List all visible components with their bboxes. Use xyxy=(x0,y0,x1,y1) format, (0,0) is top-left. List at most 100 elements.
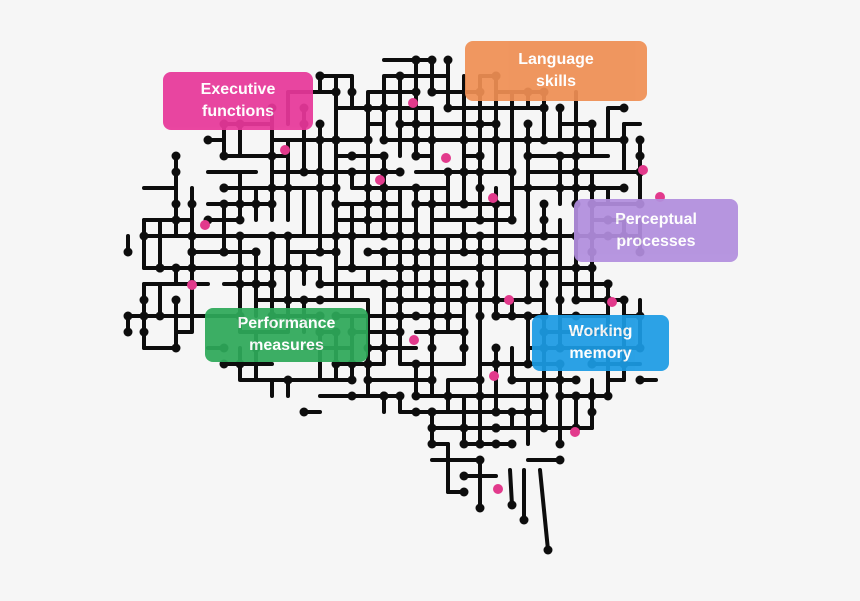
accent-node xyxy=(489,371,499,381)
circuit-trace xyxy=(302,122,322,174)
accent-node xyxy=(187,280,197,290)
circuit-trace xyxy=(414,410,466,430)
circuit-node xyxy=(395,391,405,401)
circuit-node xyxy=(379,279,389,289)
circuit-trace xyxy=(446,218,514,270)
accent-node xyxy=(638,165,648,175)
circuit-node xyxy=(475,279,485,289)
circuit-trace xyxy=(222,122,274,174)
circuit-node xyxy=(347,167,357,177)
circuit-trace xyxy=(334,106,386,158)
circuit-node xyxy=(331,231,341,241)
circuit-trace xyxy=(286,218,338,302)
circuit-node xyxy=(363,103,373,113)
circuit-node xyxy=(539,423,549,433)
circuit-node xyxy=(619,295,629,305)
circuit-trace xyxy=(302,250,338,286)
circuit-node xyxy=(475,439,485,449)
circuit-trace xyxy=(558,106,594,158)
circuit-node xyxy=(139,327,149,337)
circuit-node xyxy=(203,135,213,145)
circuit-node xyxy=(395,311,405,321)
circuit-trace xyxy=(526,138,578,190)
circuit-trace xyxy=(302,154,354,174)
circuit-node xyxy=(267,199,277,209)
circuit-node xyxy=(571,263,581,273)
circuit-node xyxy=(123,327,133,337)
circuit-node xyxy=(155,311,165,321)
circuit-node xyxy=(491,119,501,129)
circuit-trace xyxy=(494,426,530,446)
circuit-node xyxy=(379,199,389,209)
circuit-node xyxy=(123,247,133,257)
circuit-node xyxy=(475,263,485,273)
circuit-node xyxy=(363,359,373,369)
circuit-node xyxy=(603,279,613,289)
accent-node xyxy=(488,193,498,203)
circuit-node xyxy=(587,263,597,273)
circuit-trace xyxy=(142,314,194,334)
circuit-node xyxy=(555,183,565,193)
circuit-node xyxy=(427,279,437,289)
circuit-node xyxy=(635,135,645,145)
circuit-node xyxy=(539,199,549,209)
circuit-node xyxy=(315,71,325,81)
circuit-node xyxy=(555,375,565,385)
circuit-node xyxy=(411,407,421,417)
circuit-trace xyxy=(270,234,322,286)
circuit-node xyxy=(395,231,405,241)
circuit-node xyxy=(555,151,565,161)
working-memory-label: Working memory xyxy=(532,315,669,371)
circuit-trace xyxy=(206,170,258,222)
circuit-node xyxy=(459,167,469,177)
circuit-node xyxy=(235,263,245,273)
circuit-node xyxy=(571,375,581,385)
circuit-node xyxy=(123,311,133,321)
circuit-node xyxy=(379,391,389,401)
accent-node xyxy=(409,335,419,345)
circuit-node xyxy=(315,247,325,257)
circuit-node xyxy=(315,295,325,305)
circuit-node xyxy=(347,151,357,161)
circuit-node xyxy=(379,231,389,241)
circuit-node xyxy=(395,71,405,81)
circuit-node xyxy=(347,263,357,273)
circuit-trace xyxy=(238,234,290,286)
circuit-trace xyxy=(286,186,322,286)
circuit-node xyxy=(267,231,277,241)
circuit-node xyxy=(427,327,437,337)
circuit-node xyxy=(459,295,469,305)
circuit-trace xyxy=(382,298,434,350)
circuit-node xyxy=(571,183,581,193)
circuit-node xyxy=(459,247,469,257)
circuit-node xyxy=(219,151,229,161)
circuit-node xyxy=(635,151,645,161)
circuit-node xyxy=(379,151,389,161)
circuit-node xyxy=(347,87,357,97)
circuit-trace xyxy=(430,202,482,254)
circuit-node xyxy=(539,279,549,289)
circuit-node xyxy=(331,135,341,145)
circuit-trace xyxy=(494,186,546,238)
circuit-node xyxy=(427,199,437,209)
circuit-trace xyxy=(462,170,514,206)
circuit-trace xyxy=(382,186,466,206)
circuit-trace xyxy=(462,138,514,222)
circuit-node xyxy=(219,183,229,193)
circuit-node xyxy=(491,343,501,353)
circuit-node xyxy=(171,343,181,353)
circuit-node xyxy=(507,167,517,177)
circuit-trace xyxy=(366,282,386,334)
circuit-trace xyxy=(126,314,178,350)
circuit-node xyxy=(443,103,453,113)
circuit-node xyxy=(379,135,389,145)
circuit-node xyxy=(459,343,469,353)
circuit-node xyxy=(603,391,613,401)
circuit-trace xyxy=(494,266,514,318)
circuit-node xyxy=(475,167,485,177)
circuit-node xyxy=(587,183,597,193)
circuit-trace xyxy=(478,234,530,254)
circuit-node xyxy=(235,215,245,225)
circuit-node xyxy=(395,327,405,337)
circuit-trace xyxy=(270,122,322,222)
